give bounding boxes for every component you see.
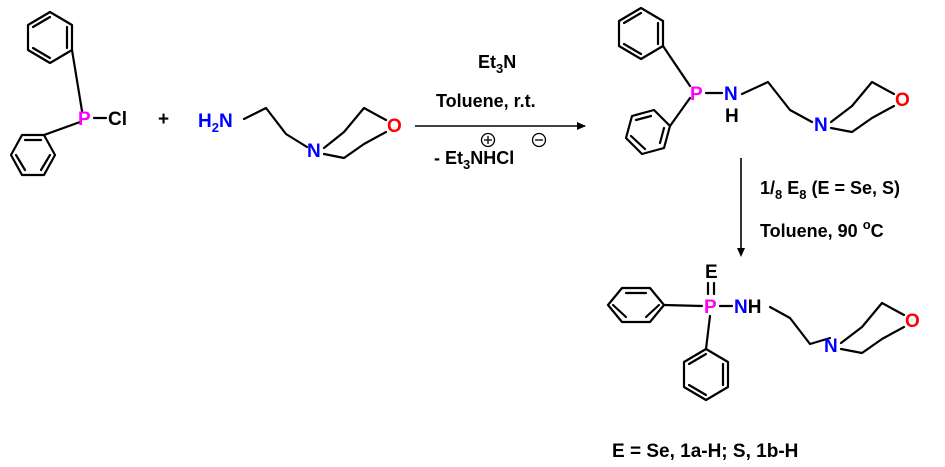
amine-group: H2N bbox=[198, 111, 233, 135]
plus-sign: + bbox=[158, 109, 169, 130]
product-caption: E = Se, 1a-H; S, 1b-H bbox=[612, 441, 798, 462]
chlorodiphenylphosphine: P Cl bbox=[9, 10, 127, 177]
phenyl-ring bbox=[9, 133, 57, 177]
plus-charge bbox=[480, 132, 496, 148]
triethylamine-label: Et3N bbox=[478, 52, 516, 76]
chlorine-atom: Cl bbox=[108, 109, 127, 130]
chalcogen-atom: E bbox=[705, 262, 718, 283]
phosphorus-atom: P bbox=[690, 84, 703, 105]
subscript-2: 2 bbox=[212, 120, 219, 135]
morpholine-oxygen: O bbox=[905, 311, 920, 332]
phenyl-ring bbox=[624, 108, 672, 156]
solvent-label-step2: Toluene, 90 oC bbox=[760, 217, 884, 241]
reaction-arrow-step1 bbox=[415, 122, 586, 130]
minus-charge bbox=[531, 132, 547, 148]
phenyl-ring bbox=[617, 6, 665, 61]
phenyl-ring bbox=[682, 347, 730, 402]
chalcogenide-product: E P NH N O bbox=[606, 262, 920, 402]
phenyl-ring bbox=[606, 286, 666, 324]
chalcogen-label: 1/8 E8 (E = Se, S) bbox=[760, 178, 900, 202]
morpholine-oxygen: O bbox=[895, 90, 910, 111]
aminoethylmorpholine: H2N N O bbox=[198, 106, 402, 162]
solvent-label-step1: Toluene, r.t. bbox=[436, 91, 536, 111]
morpholine-nitrogen: N bbox=[814, 115, 828, 136]
phenyl-ring bbox=[26, 10, 74, 65]
amine-nitrogen: N bbox=[724, 84, 738, 105]
phosphorus-atom: P bbox=[78, 109, 91, 130]
reaction-arrow-step2 bbox=[737, 158, 745, 257]
morpholine-nitrogen: N bbox=[824, 336, 838, 357]
aminophosphine-product: P N H N O bbox=[617, 6, 910, 156]
morpholine-nitrogen: N bbox=[307, 141, 321, 162]
amine-nitrogen: NH bbox=[734, 297, 761, 318]
morpholine-oxygen: O bbox=[387, 116, 402, 137]
amine-hydrogen: H bbox=[725, 106, 739, 127]
byproduct-label: - Et3NHCl bbox=[434, 148, 514, 172]
hydrogen-atom: H bbox=[198, 111, 212, 132]
phosphorus-atom: P bbox=[704, 297, 717, 318]
nitrogen-atom: N bbox=[219, 111, 233, 132]
